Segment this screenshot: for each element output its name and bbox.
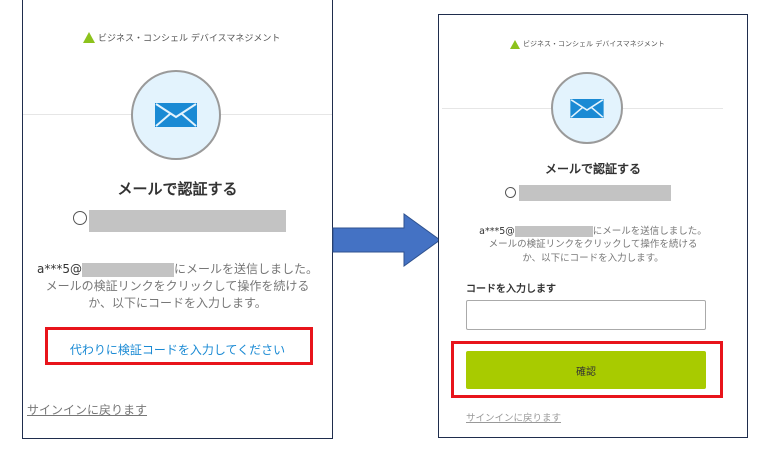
msg-line3: か、以下にコードを入力します。 — [522, 252, 664, 264]
confirm-button[interactable]: 確認 — [466, 351, 706, 389]
user-icon — [505, 187, 516, 198]
brand-logo-icon — [510, 39, 520, 49]
envelope-icon — [155, 103, 197, 127]
mail-icon-circle — [551, 72, 623, 144]
page-title: メールで認証する — [117, 180, 238, 198]
mail-icon-circle — [131, 70, 221, 160]
msg-line2: メールの検証リンクをクリックして操作を続ける — [488, 239, 698, 251]
brand-logo: ビジネス・コンシェル デバイスマネジメント — [510, 39, 665, 49]
confirm-button-label: 確認 — [576, 366, 596, 378]
highlight-box — [45, 327, 313, 365]
user-icon — [73, 211, 87, 225]
redacted-account — [519, 185, 671, 201]
brand-name: ビジネス・コンシェル デバイスマネジメント — [98, 34, 281, 44]
sent-message: a***5@ にメールを送信しました。 メールの検証リンクをクリックして操作を続け… — [439, 225, 747, 265]
brand-logo: ビジネス・コンシェル デバイスマネジメント — [83, 31, 280, 44]
arrow-right-icon — [332, 213, 441, 267]
msg-line3: か、以下にコードを入力します。 — [88, 295, 267, 310]
redacted-account — [89, 210, 286, 232]
sent-message: a***5@ にメールを送信しました。 メールの検証リンクをクリックして操作を続け… — [23, 261, 332, 311]
msg-line2: メールの検証リンクをクリックして操作を続ける — [45, 278, 310, 293]
enter-code-link[interactable]: 代わりに検証コードを入力してください — [69, 343, 286, 357]
right-screen: ビジネス・コンシェル デバイスマネジメント メールで認証する a***5@ にメー… — [438, 14, 748, 438]
envelope-icon — [570, 98, 604, 118]
page-title: メールで認証する — [544, 162, 641, 176]
masked-email: a***5@ — [36, 262, 82, 276]
back-to-signin-link[interactable]: サインインに戻ります — [466, 413, 562, 424]
code-label: コードを入力します — [466, 284, 556, 295]
left-screen: ビジネス・コンシェル デバイスマネジメント メールで認証する a***5@ にメー… — [22, 0, 333, 439]
highlight-box — [451, 341, 723, 398]
redacted-domain — [514, 226, 593, 237]
redacted-domain — [81, 262, 174, 277]
code-input[interactable] — [466, 300, 706, 330]
msg-line1: にメールを送信しました。 — [592, 226, 707, 237]
brand-name: ビジネス・コンシェル デバイスマネジメント — [523, 40, 665, 48]
masked-email: a***5@ — [479, 226, 515, 237]
msg-line1: にメールを送信しました。 — [173, 262, 318, 276]
brand-logo-icon — [83, 32, 95, 43]
back-to-signin-link[interactable]: サインインに戻ります — [27, 403, 148, 417]
